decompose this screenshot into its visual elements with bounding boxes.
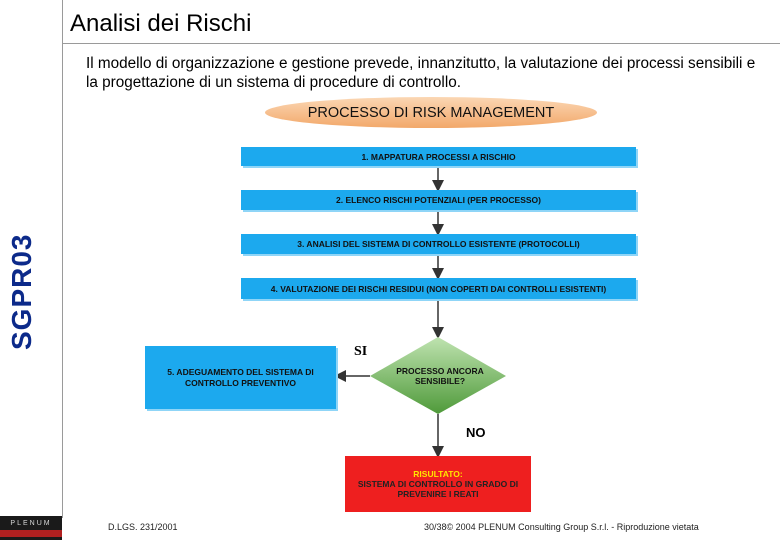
footer-reference: D.LGS. 231/2001 [108, 522, 178, 532]
footer-copyright: 30/38© 2004 PLENUM Consulting Group S.r.… [424, 522, 699, 532]
page-title: Analisi dei Rischi [70, 10, 252, 37]
logo-band [0, 530, 62, 537]
title-underline [62, 43, 780, 44]
step-mappatura: 1. MAPPATURA PROCESSI A RISCHIO [241, 147, 636, 166]
logo-text: PLENUM [10, 520, 52, 527]
diagram-title: PROCESSO DI RISK MANAGEMENT [265, 97, 597, 128]
yes-label: SI [354, 344, 368, 359]
step-valutazione-residui: 4. VALUTAZIONE DEI RISCHI RESIDUI (NON C… [241, 278, 636, 299]
no-label: NO [466, 425, 486, 440]
result-box: RISULTATO: SISTEMA DI CONTROLLO IN GRADO… [345, 456, 531, 512]
result-text: SISTEMA DI CONTROLLO IN GRADO DI PREVENI… [357, 479, 519, 499]
company-logo: PLENUM [0, 516, 62, 540]
step-analisi-controllo: 3. ANALISI DEL SISTEMA DI CONTROLLO ESIS… [241, 234, 636, 254]
decision-label: PROCESSO ANCORA SENSIBILE? [396, 366, 484, 386]
intro-text: Il modello di organizzazione e gestione … [86, 55, 756, 91]
result-heading: RISULTATO: [413, 469, 463, 479]
step-adeguamento: 5. ADEGUAMENTO DEL SISTEMA DI CONTROLLO … [145, 346, 336, 409]
step-elenco-rischi: 2. ELENCO RISCHI POTENZIALI (PER PROCESS… [241, 190, 636, 210]
decision-diamond [370, 337, 506, 414]
left-border-line [62, 0, 63, 518]
